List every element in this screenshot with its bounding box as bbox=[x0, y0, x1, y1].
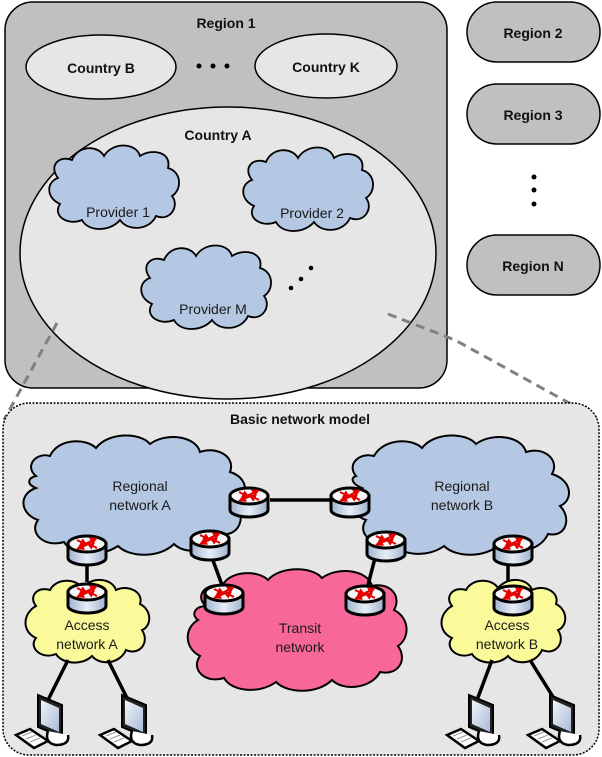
ellipsis-countries bbox=[196, 63, 230, 69]
regional-network-b-cloud: Regional network B bbox=[350, 434, 570, 556]
access-b-label-1: Access bbox=[484, 617, 529, 633]
provider-1-cloud: Provider 1 bbox=[48, 144, 180, 230]
access-b-label-2: network B bbox=[476, 636, 538, 652]
regional-b-label-2: network B bbox=[431, 497, 493, 513]
access-a-label-2: network A bbox=[56, 636, 118, 652]
regional-network-a-cloud: Regional network A bbox=[22, 434, 246, 556]
link-access-b-to-pc-2 bbox=[528, 659, 557, 701]
router-transit-b-icon bbox=[346, 586, 384, 615]
router-access-a-icon bbox=[68, 584, 106, 613]
region-n-box: Region N bbox=[466, 234, 601, 296]
router-access-b-icon bbox=[494, 586, 532, 615]
provider-2-label: Provider 2 bbox=[280, 205, 344, 221]
router-regional-a-access-icon bbox=[68, 536, 106, 565]
link-regional-b-to-transit bbox=[366, 557, 377, 586]
router-regional-b-transit-icon bbox=[367, 532, 405, 561]
region-n-label: Region N bbox=[502, 258, 563, 274]
link-access-a-to-pc-1 bbox=[46, 659, 70, 701]
router-regional-b-access-icon bbox=[494, 536, 532, 565]
link-access-b-to-pc-1 bbox=[475, 659, 494, 701]
provider-1-label: Provider 1 bbox=[86, 204, 150, 220]
transit-label-2: network bbox=[275, 639, 325, 655]
access-a-label-1: Access bbox=[64, 617, 109, 633]
ellipsis-regions bbox=[531, 174, 537, 207]
region-2-box: Region 2 bbox=[466, 1, 601, 63]
transit-label-1: Transit bbox=[279, 620, 321, 636]
country-a-label: Country A bbox=[184, 127, 251, 143]
regional-a-label-1: Regional bbox=[112, 478, 167, 494]
regional-b-label-1: Regional bbox=[434, 478, 489, 494]
access-network-a-cloud: Access network A bbox=[24, 579, 151, 664]
country-b-label: Country B bbox=[67, 60, 135, 76]
provider-m-label: Provider M bbox=[179, 301, 247, 317]
router-regional-b-edge-icon bbox=[331, 488, 369, 517]
regional-a-label-2: network A bbox=[109, 497, 171, 513]
region-1-title: Region 1 bbox=[196, 15, 255, 31]
router-regional-a-edge-icon bbox=[230, 488, 268, 517]
country-b: Country B bbox=[25, 34, 177, 100]
ellipsis-providers bbox=[288, 265, 314, 291]
access-network-b-cloud: Access network B bbox=[440, 579, 567, 664]
country-k: Country K bbox=[254, 33, 398, 99]
link-access-a-to-pc-2 bbox=[106, 659, 130, 701]
provider-2-cloud: Provider 2 bbox=[242, 146, 374, 232]
region-3-label: Region 3 bbox=[503, 107, 562, 123]
provider-m-cloud: Provider M bbox=[140, 244, 272, 330]
region-3-box: Region 3 bbox=[466, 83, 601, 145]
network-links bbox=[46, 498, 557, 701]
country-k-label: Country K bbox=[292, 59, 360, 75]
region-2-label: Region 2 bbox=[503, 25, 562, 41]
router-transit-a-icon bbox=[205, 585, 243, 614]
router-regional-a-transit-icon bbox=[191, 531, 229, 560]
model-title: Basic network model bbox=[230, 411, 370, 427]
